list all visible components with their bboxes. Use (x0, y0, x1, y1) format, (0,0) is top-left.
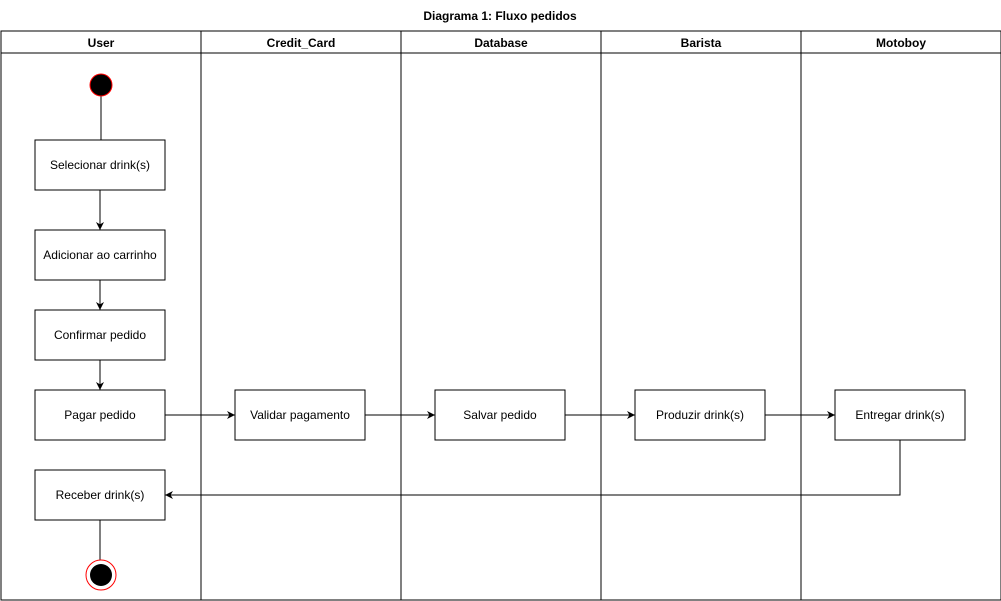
swimlane-motoboy (800, 30, 1001, 601)
final-state-core (90, 564, 112, 586)
action-produce: Produzir drink(s) (634, 389, 766, 441)
action-label-validate: Validar pagamento (250, 408, 350, 422)
action-select: Selecionar drink(s) (34, 139, 166, 191)
action-box-receive (34, 469, 166, 521)
action-add: Adicionar ao carrinho (34, 229, 166, 281)
action-save: Salvar pedido (434, 389, 566, 441)
lane-header-barista: Barista (681, 36, 722, 50)
action-label-receive: Receber drink(s) (56, 488, 145, 502)
action-box-confirm (34, 309, 166, 361)
lane-header-motoboy: Motoboy (876, 36, 926, 50)
action-label-save: Salvar pedido (463, 408, 537, 422)
action-validate: Validar pagamento (234, 389, 366, 441)
action-label-add: Adicionar ao carrinho (43, 248, 157, 262)
action-label-deliver: Entregar drink(s) (855, 408, 944, 422)
action-confirm: Confirmar pedido (34, 309, 166, 361)
action-box-pay (34, 389, 166, 441)
edges (86, 96, 901, 579)
action-deliver: Entregar drink(s) (834, 389, 966, 441)
action-box-add (34, 229, 166, 281)
nodes: Selecionar drink(s) Adicionar ao carrinho… (34, 73, 966, 591)
lane-header-database: Database (474, 36, 528, 50)
action-receive: Receber drink(s) (34, 469, 166, 521)
action-label-produce: Produzir drink(s) (656, 408, 744, 422)
swimlane-database (400, 30, 602, 601)
action-box-deliver (834, 389, 966, 441)
swimlanes: User Credit_Card Database Barista Motoboy (0, 30, 1001, 601)
diagram-title: Diagrama 1: Fluxo pedidos (423, 9, 577, 23)
action-box-validate (234, 389, 366, 441)
initial-state (89, 73, 113, 97)
swimlane-barista (600, 30, 802, 601)
action-box-select (34, 139, 166, 191)
final-state (85, 559, 117, 591)
lane-header-credit_card: Credit_Card (267, 36, 336, 50)
action-box-save (434, 389, 566, 441)
action-box-produce (634, 389, 766, 441)
swimlane-credit_card (200, 30, 402, 601)
edge-deliver-to-receive (165, 440, 901, 499)
action-label-select: Selecionar drink(s) (50, 158, 150, 172)
action-pay: Pagar pedido (34, 389, 166, 441)
lane-header-user: User (88, 36, 115, 50)
action-label-pay: Pagar pedido (64, 408, 136, 422)
action-label-confirm: Confirmar pedido (54, 328, 146, 342)
